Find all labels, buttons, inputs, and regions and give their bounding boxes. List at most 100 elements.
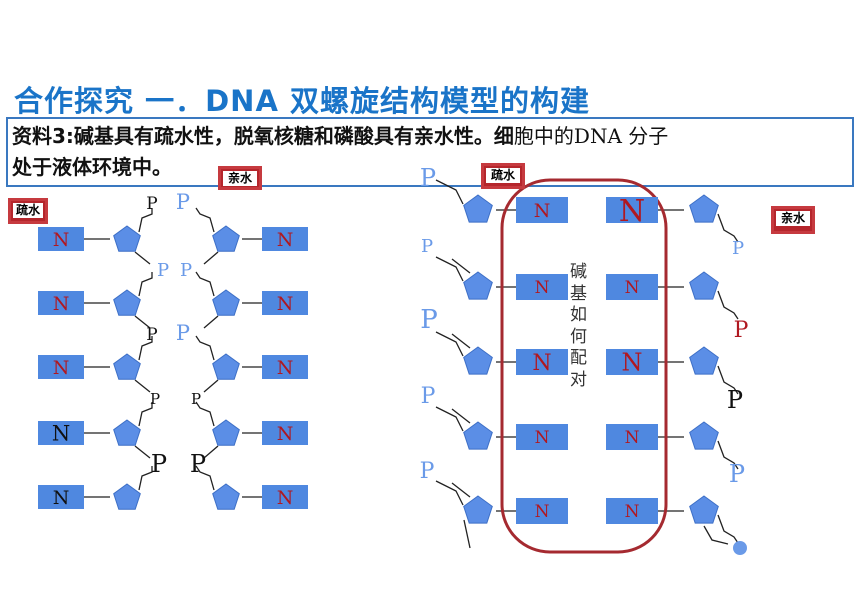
deoxyribose-pentagon <box>463 346 493 375</box>
phosphate-label: P <box>190 450 206 478</box>
source-text-box <box>6 117 854 187</box>
backbone-path <box>703 525 729 545</box>
backbone-path <box>463 519 471 549</box>
backbone-path <box>138 336 153 361</box>
phosphate-label: P <box>420 459 435 484</box>
phosphate-label: P <box>176 321 190 345</box>
backbone-path <box>435 331 464 357</box>
phosphate-label: P <box>157 260 169 281</box>
backbone-path <box>451 258 471 274</box>
phosphate-label: P <box>421 236 433 257</box>
base-rect <box>606 349 658 375</box>
base-rect <box>606 197 658 223</box>
deoxyribose-pentagon <box>689 194 719 223</box>
base-rect <box>516 274 568 300</box>
base-label: N <box>622 349 643 377</box>
deoxyribose-pentagon <box>463 495 493 524</box>
source-text: 资料3:碱基具有疏水性，脱氧核糖和磷酸具有亲水性。细胞中的DNA 分子 处于液体… <box>12 121 852 183</box>
base-rect <box>516 197 568 223</box>
deoxyribose-pentagon <box>113 289 141 316</box>
phosphate-label: P <box>420 164 436 192</box>
hydrophobic-tag-left: 疏水 <box>8 198 48 224</box>
phosphate-label: P <box>146 325 157 345</box>
base-label: N <box>53 357 70 379</box>
base-rect <box>262 291 308 315</box>
deoxyribose-pentagon <box>212 289 240 316</box>
base-rect <box>516 424 568 450</box>
phosphate-dot <box>733 541 747 555</box>
phosphate-label: P <box>420 305 438 335</box>
backbone-path <box>451 408 471 424</box>
backbone-path <box>138 466 153 491</box>
phosphate-label: P <box>176 190 190 214</box>
backbone-path <box>435 256 464 282</box>
nucleotide-shapes <box>38 194 747 555</box>
deoxyribose-pentagon <box>463 271 493 300</box>
base-rect <box>38 291 84 315</box>
hydrophilic-tag-top: 亲水 <box>218 166 262 190</box>
base-rect <box>516 349 568 375</box>
phosphate-label: P <box>732 238 744 259</box>
backbone-path <box>195 335 215 361</box>
base-label: N <box>535 428 550 448</box>
phosphate-label: P <box>421 384 436 409</box>
base-rect <box>606 274 658 300</box>
backbone-path <box>195 271 215 297</box>
base-label: N <box>625 428 640 448</box>
deoxyribose-pentagon <box>212 225 240 252</box>
vertical-note: 碱基如何配对 <box>570 262 587 390</box>
deoxyribose-pentagon <box>113 353 141 380</box>
base-label: N <box>277 357 294 379</box>
backbone-path <box>134 251 151 265</box>
base-label: N <box>277 487 294 509</box>
base-rect <box>38 421 84 445</box>
phosphate-label: P <box>146 194 157 214</box>
base-rect <box>38 485 84 509</box>
base-rect <box>262 227 308 251</box>
source-text-normal: 胞中的DNA 分子 <box>513 124 669 148</box>
base-label: N <box>277 423 294 445</box>
deoxyribose-pentagon <box>113 419 141 446</box>
base-label: N <box>619 194 645 229</box>
deoxyribose-pentagon <box>689 495 719 524</box>
hydrophilic-tag-right: 亲水 <box>771 206 815 234</box>
base-label: N <box>532 351 551 376</box>
base-rect <box>262 485 308 509</box>
deoxyribose-pentagon <box>689 271 719 300</box>
backbone-path <box>203 379 219 393</box>
source-text-line2: 处于液体环境中。 <box>12 155 172 179</box>
phosphate-label: P <box>729 460 745 488</box>
phosphate-label: P <box>151 450 167 478</box>
base-label: N <box>534 200 551 222</box>
backbone-path <box>203 445 219 459</box>
deoxyribose-pentagon <box>113 225 141 252</box>
phosphate-label: P <box>727 386 743 414</box>
base-rect <box>262 421 308 445</box>
backbone-path <box>435 406 464 432</box>
backbone-path <box>195 207 215 233</box>
deoxyribose-pentagon <box>212 483 240 510</box>
backbone-path <box>717 514 739 544</box>
base-label: N <box>625 278 640 298</box>
deoxyribose-pentagon <box>212 419 240 446</box>
phosphate-label: P <box>180 260 192 281</box>
backbone-path <box>138 208 153 233</box>
backbone-path <box>134 315 151 329</box>
base-label: N <box>277 293 294 315</box>
base-label: N <box>52 422 70 446</box>
backbone-path <box>203 315 219 329</box>
base-label: N <box>535 502 550 522</box>
backbone-path <box>451 482 471 498</box>
backbone-lines <box>84 179 739 549</box>
backbone-path <box>134 379 151 393</box>
backbone-path <box>134 445 151 459</box>
phosphate-label: P <box>150 390 160 408</box>
deoxyribose-pentagon <box>463 194 493 223</box>
base-rect <box>38 227 84 251</box>
deoxyribose-pentagon <box>113 483 141 510</box>
base-label: N <box>625 502 640 522</box>
base-rect <box>606 498 658 524</box>
backbone-path <box>138 402 153 427</box>
base-label: N <box>53 229 70 251</box>
